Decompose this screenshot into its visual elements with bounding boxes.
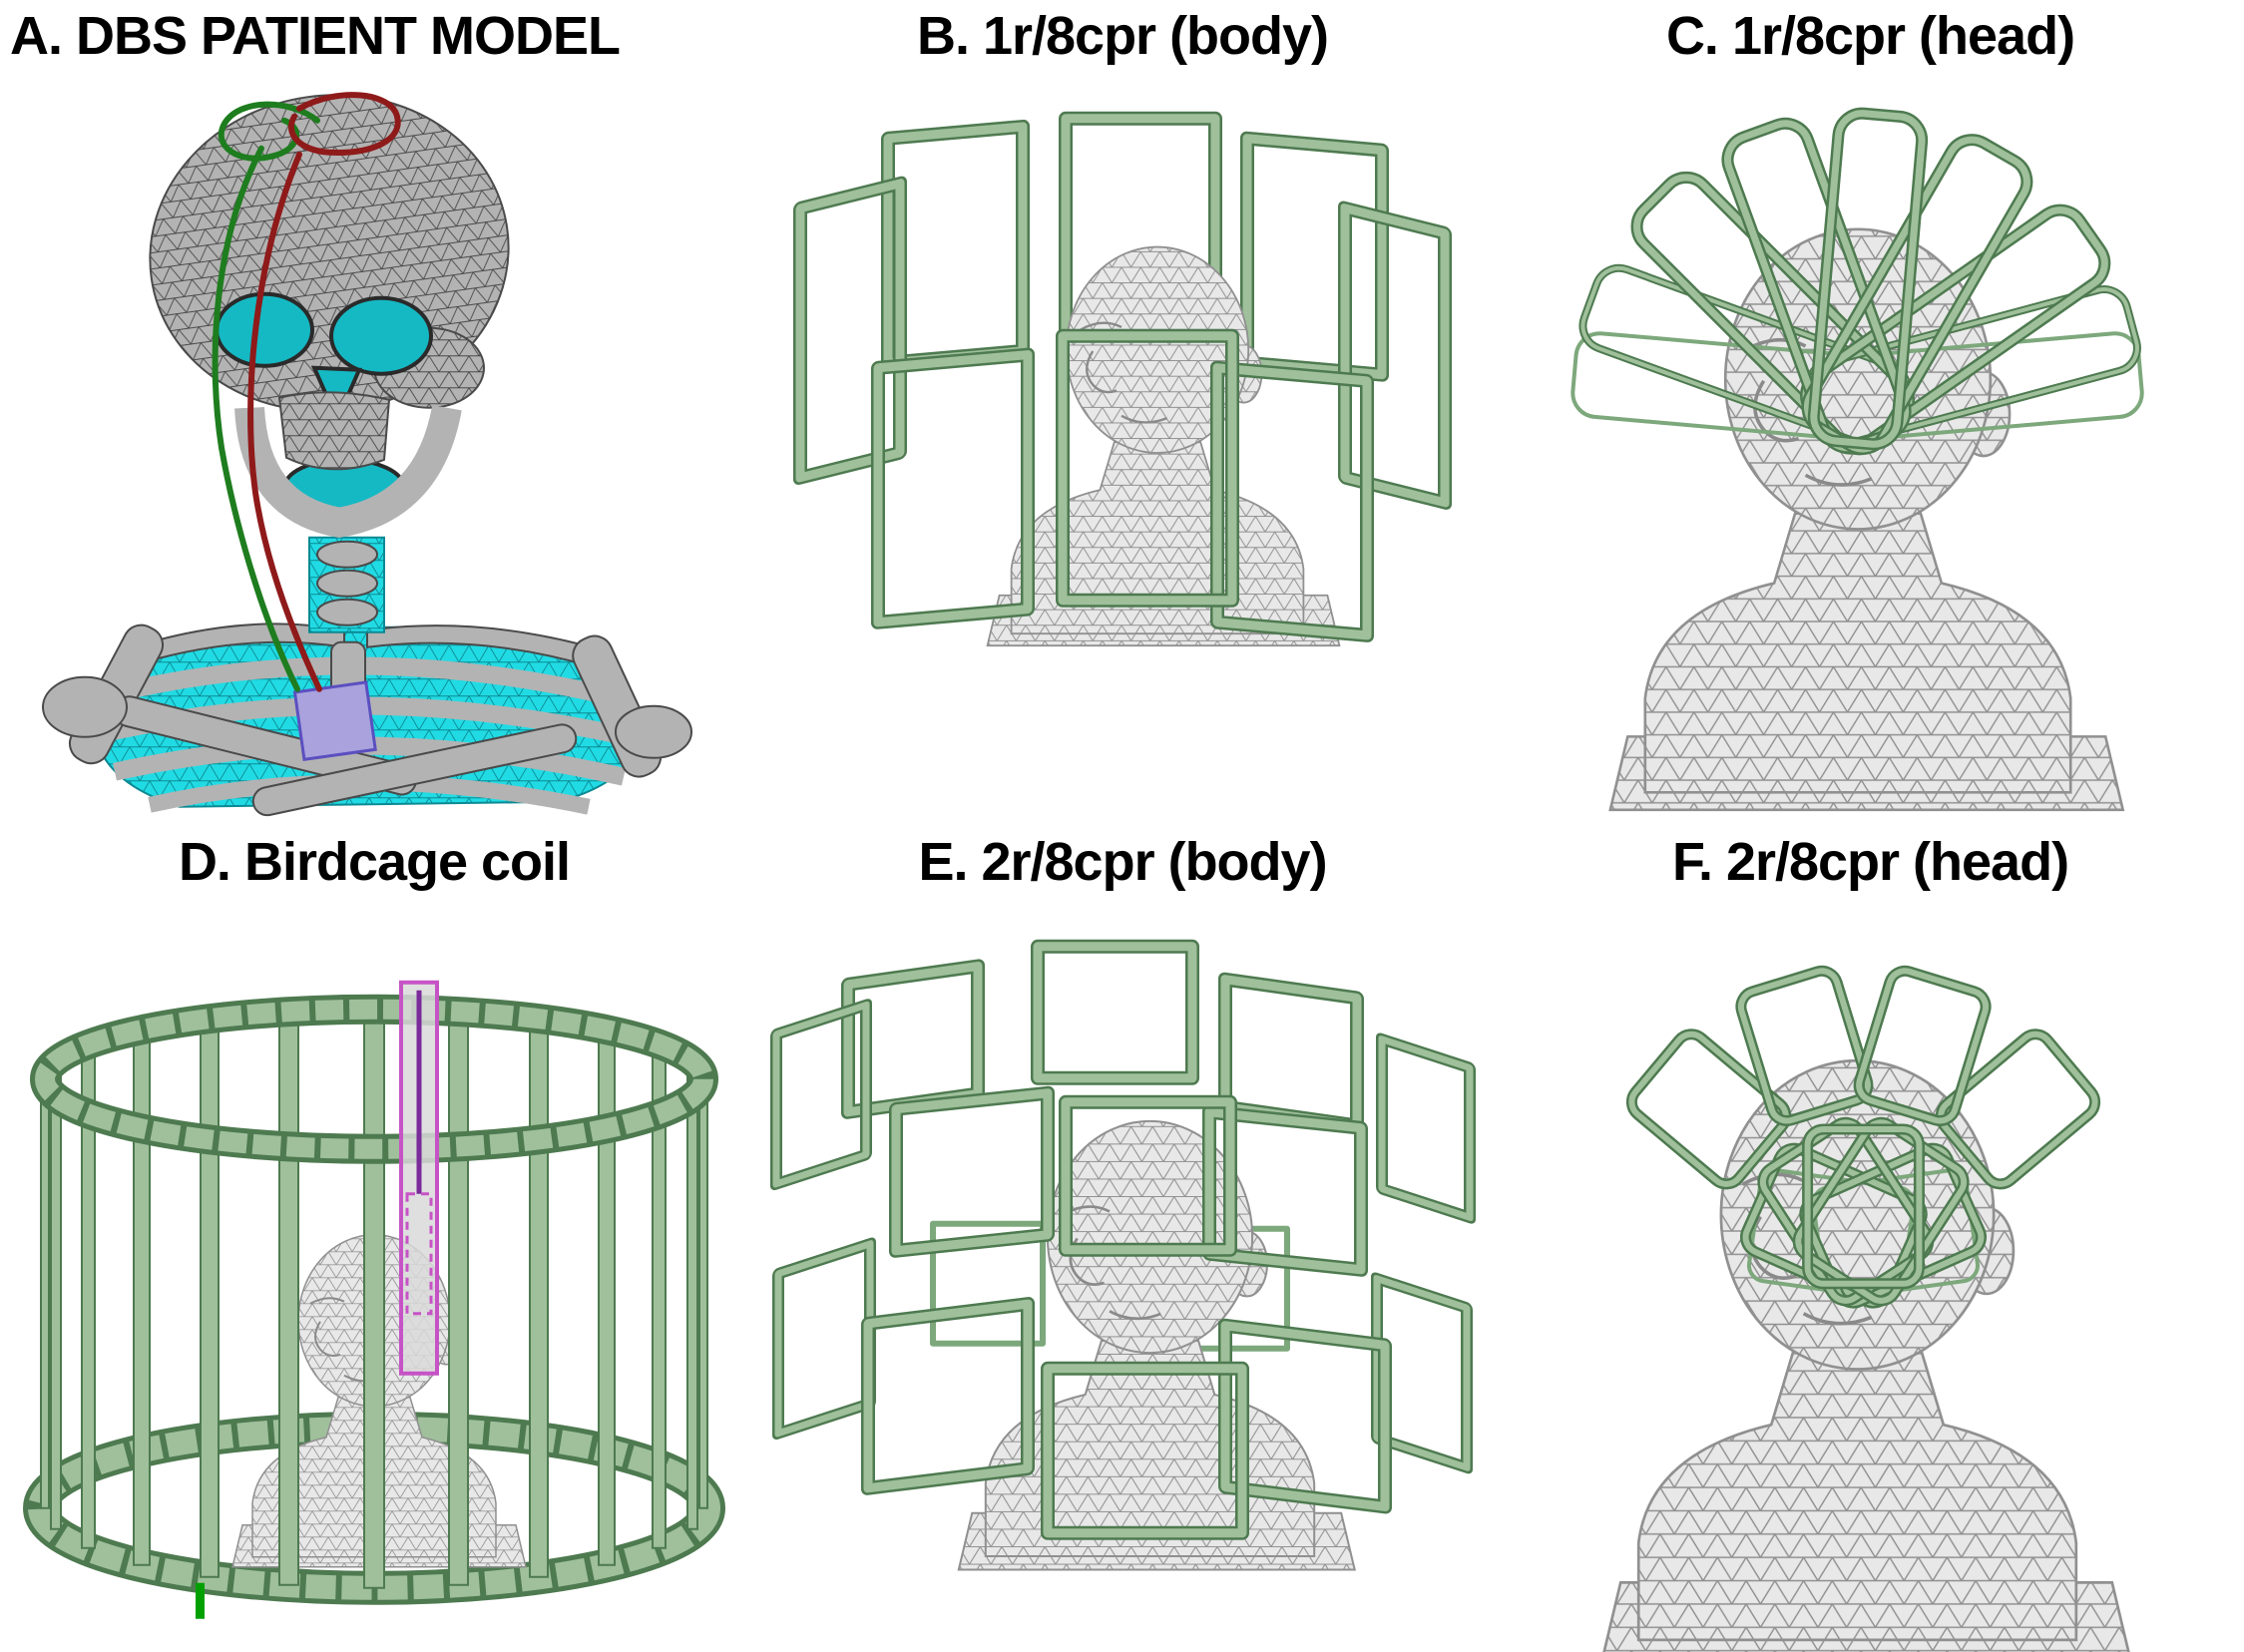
maxilla bbox=[277, 391, 391, 471]
implant-ipg bbox=[292, 680, 377, 762]
coil-2r8cpr-body bbox=[770, 940, 1476, 1572]
lead-red bbox=[247, 92, 401, 693]
source-rung bbox=[399, 981, 439, 1377]
right-hand bbox=[615, 705, 692, 760]
panel-e-art bbox=[748, 892, 1497, 1652]
panel-b-title: B. 1r/8cpr (body) bbox=[916, 6, 1329, 66]
panel-b: B. 1r/8cpr (body) bbox=[748, 0, 1497, 826]
panel-f-art bbox=[1497, 892, 2244, 1652]
dome-loops-lower-row bbox=[1740, 1117, 1987, 1310]
mandible bbox=[234, 405, 462, 539]
panel-f-title: F. 2r/8cpr (head) bbox=[1671, 832, 2069, 892]
left-hand bbox=[42, 676, 128, 739]
birdcage-coil bbox=[23, 981, 725, 1620]
coil-2r8cpr-head bbox=[1600, 966, 2132, 1652]
panel-d: D. Birdcage coil bbox=[0, 826, 748, 1652]
panel-e: E. 2r/8cpr (body) bbox=[748, 826, 1497, 1652]
dome-loops-upper-row bbox=[1625, 966, 2101, 1190]
panel-b-art bbox=[748, 66, 1497, 826]
panel-c-art bbox=[1497, 66, 2244, 826]
rungs-front bbox=[50, 1096, 698, 1590]
neck bbox=[308, 537, 385, 634]
panel-a: A. DBS PATIENT MODEL bbox=[0, 0, 748, 826]
arm-bones bbox=[42, 624, 692, 817]
head-bust bbox=[986, 245, 1341, 647]
coil-loops-back bbox=[770, 940, 1476, 1474]
coil-loops-front-upper bbox=[889, 1086, 1368, 1278]
dome-loops bbox=[1571, 108, 2144, 456]
skull bbox=[149, 94, 510, 539]
panel-c-title: C. 1r/8cpr (head) bbox=[1665, 6, 2075, 66]
panel-d-title: D. Birdcage coil bbox=[178, 832, 571, 892]
panel-d-art bbox=[0, 892, 748, 1652]
feed-port bbox=[196, 1583, 205, 1620]
coil-loops-back bbox=[793, 112, 1452, 511]
panel-a-art bbox=[0, 66, 748, 826]
coil-1r8cpr-head bbox=[1571, 108, 2144, 812]
panel-c: C. 1r/8cpr (head) bbox=[1497, 0, 2244, 826]
panel-e-title: E. 2r/8cpr (body) bbox=[918, 832, 1327, 892]
eye-socket-left bbox=[215, 292, 314, 369]
eye-socket-right bbox=[329, 296, 433, 377]
panel-f: F. 2r/8cpr (head) bbox=[1497, 826, 2244, 1652]
coil-loops-front bbox=[871, 329, 1374, 643]
dbs-patient-model bbox=[42, 92, 692, 817]
panel-a-title: A. DBS PATIENT MODEL bbox=[10, 6, 621, 66]
coil-1r8cpr-body bbox=[793, 112, 1452, 647]
coil-loops-front-lower bbox=[861, 1297, 1392, 1541]
